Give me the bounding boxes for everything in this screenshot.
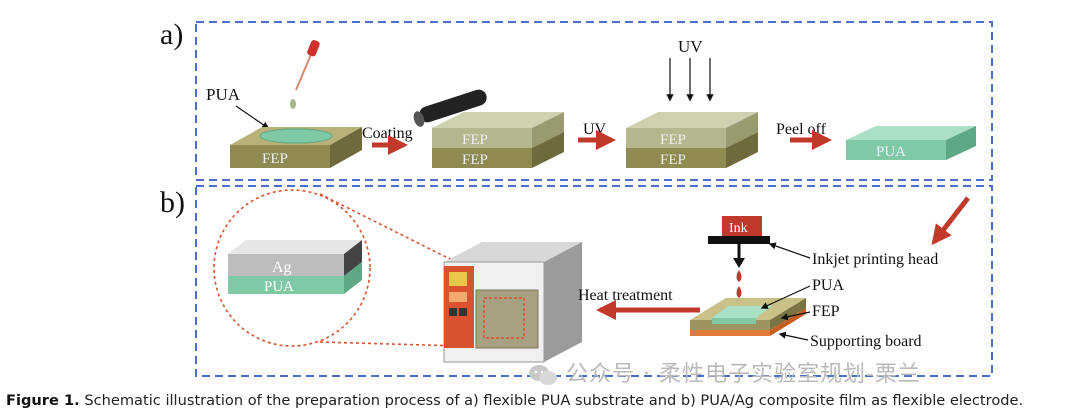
wechat-icon xyxy=(529,365,557,385)
fep-label-3b: FEP xyxy=(660,152,686,168)
watermark: 公众号 · 柔性电子实验室规划-栗兰 xyxy=(528,356,921,388)
zoom-circle xyxy=(213,189,371,347)
step-uv: UV xyxy=(583,121,607,138)
inkjet-pointer xyxy=(768,242,811,259)
zoom-line-top xyxy=(319,193,461,265)
heat-treatment-label: Heat treatment xyxy=(578,287,673,304)
pua-layer-label: PUA xyxy=(264,279,294,295)
board-pointer xyxy=(778,331,809,341)
pua-film xyxy=(846,126,976,160)
fep-label-1: FEP xyxy=(262,151,288,167)
pua-label-b: PUA xyxy=(812,277,844,294)
watermark-text: 公众号 · 柔性电子实验室规划-栗兰 xyxy=(566,362,921,387)
panel-a-frame xyxy=(195,21,993,181)
panel-b-frame xyxy=(195,185,993,377)
fep-label-2a: FEP xyxy=(462,132,488,148)
pua-label-a: PUA xyxy=(206,85,241,104)
panel-a-label: a) xyxy=(160,18,183,51)
fep-stack-3 xyxy=(626,112,758,168)
ag-pua-film xyxy=(228,240,362,294)
ink-droplets xyxy=(736,270,742,298)
supporting-board-label: Supporting board xyxy=(810,333,922,350)
fep-label-3a: FEP xyxy=(660,132,686,148)
schematic-figure: a) b) PUA FEP Coating FEP FEP UV UV xyxy=(160,18,993,377)
pua-drop xyxy=(259,128,333,144)
fep-label-b: FEP xyxy=(812,303,840,320)
fep-label-2b: FEP xyxy=(462,152,488,168)
ag-label: Ag xyxy=(272,259,292,276)
fep-pointer-b xyxy=(780,311,811,321)
zoom-line-bottom xyxy=(319,341,461,347)
inkjet-head-label: Inkjet printing head xyxy=(812,251,938,268)
pua-pointer xyxy=(235,105,270,129)
inkjet-head-icon xyxy=(708,216,770,268)
fep-stack-2 xyxy=(432,112,564,168)
uv-top-label: UV xyxy=(678,37,703,56)
dropper-icon xyxy=(290,39,320,109)
roller-icon xyxy=(413,89,487,127)
pua-pointer-b xyxy=(760,285,811,309)
panel-b-label: b) xyxy=(160,186,185,219)
step-peel: Peel off xyxy=(776,121,827,138)
figure-caption: Figure 1. Schematic illustration of the … xyxy=(6,392,1076,409)
result-pua-label: PUA xyxy=(876,144,906,160)
arrow-connector xyxy=(931,196,970,246)
caption-text: Schematic illustration of the preparatio… xyxy=(84,392,1024,409)
ink-label: Ink xyxy=(729,221,748,236)
step-coating: Coating xyxy=(362,125,413,142)
caption-label: Figure 1. xyxy=(6,392,80,409)
oven-icon xyxy=(443,242,582,363)
fep-block-1 xyxy=(230,127,362,168)
